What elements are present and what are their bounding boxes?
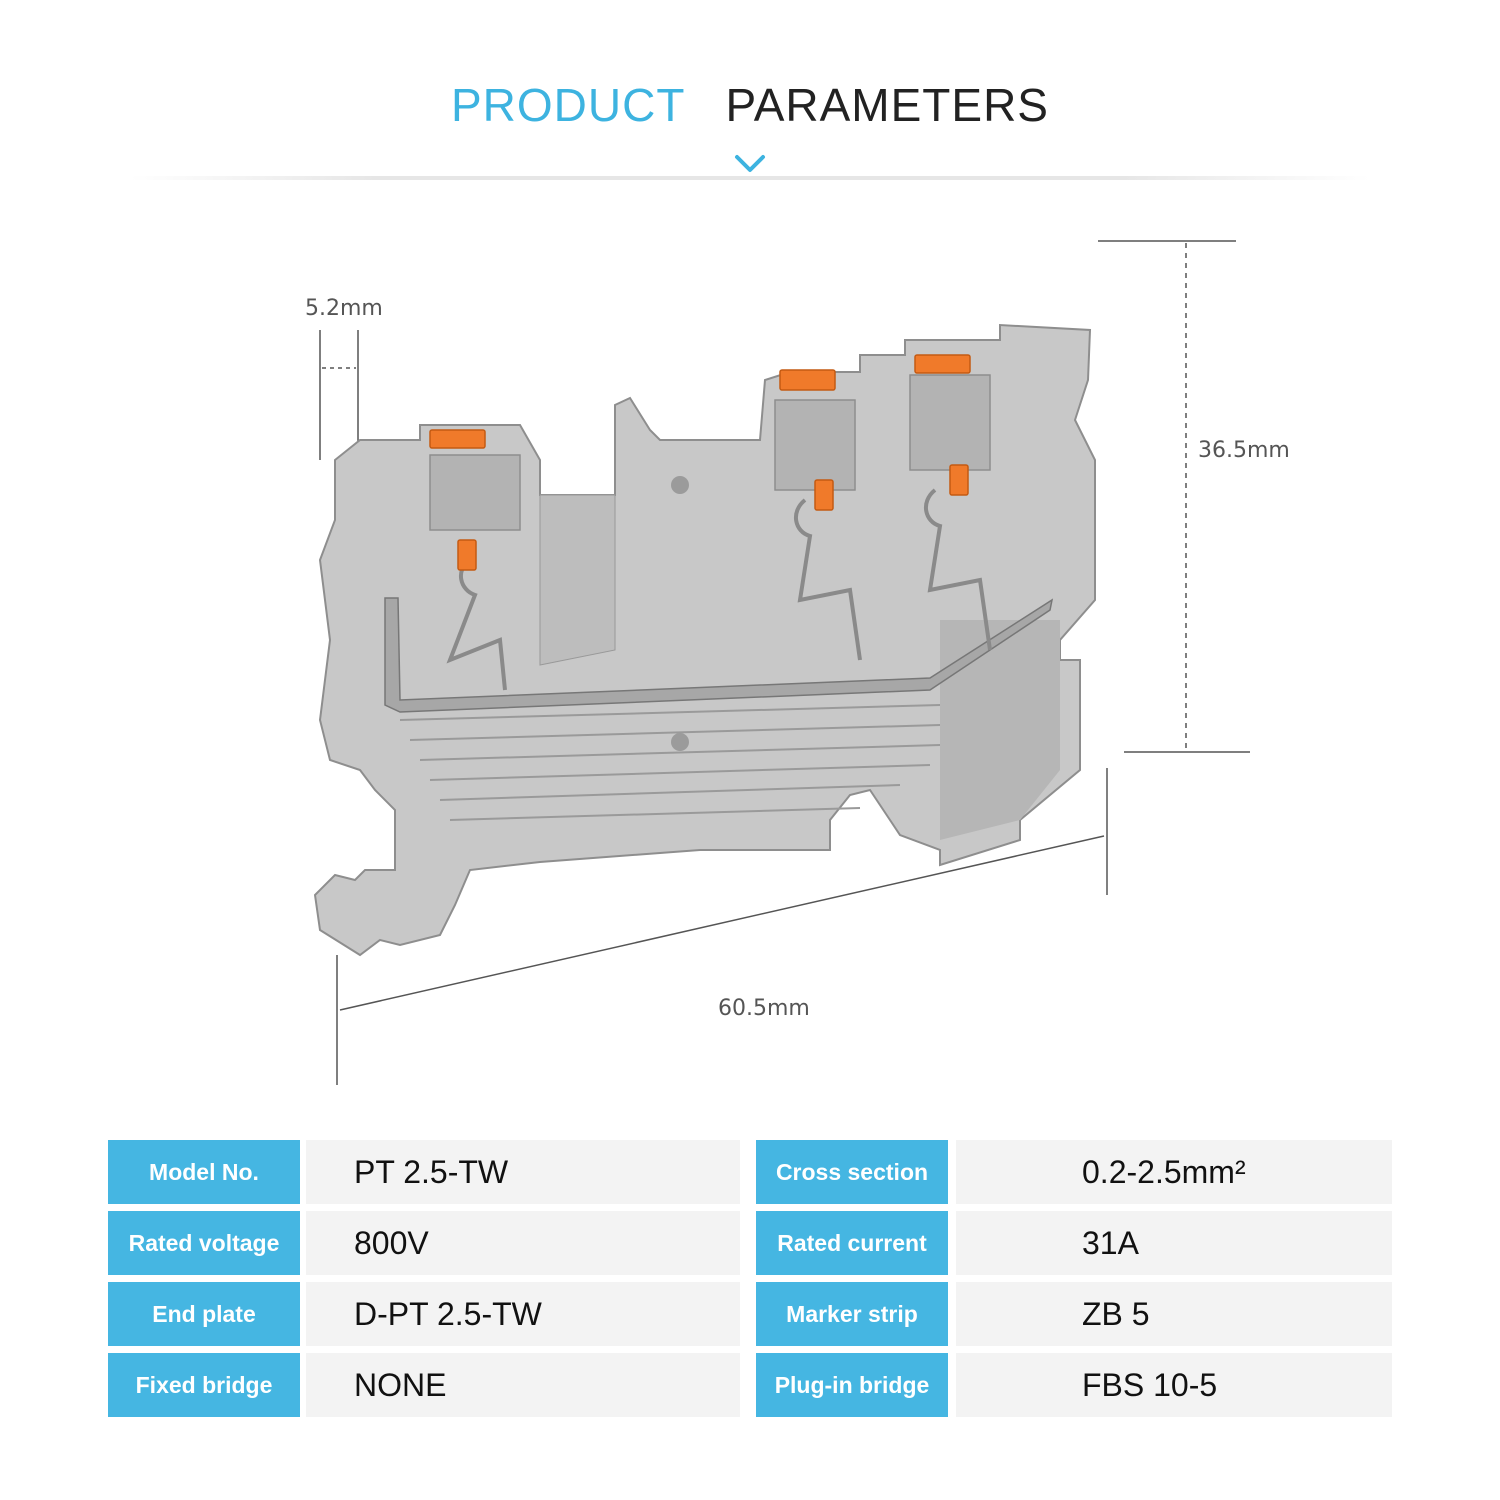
- param-value: NONE: [306, 1353, 740, 1417]
- title-divider: [130, 176, 1370, 180]
- table-row: Model No. PT 2.5-TW Cross section 0.2-2.…: [108, 1140, 1392, 1204]
- param-label: Marker strip: [756, 1282, 948, 1346]
- param-label: Plug-in bridge: [756, 1353, 948, 1417]
- terminal-block-housing: [313, 323, 1096, 957]
- param-label: End plate: [108, 1282, 300, 1346]
- param-label: Fixed bridge: [108, 1353, 300, 1417]
- param-label: Model No.: [108, 1140, 300, 1204]
- dimension-height-label: 36.5mm: [1198, 438, 1290, 463]
- table-row: End plate D-PT 2.5-TW Marker strip ZB 5: [108, 1282, 1392, 1346]
- push-button-group: [429, 354, 971, 571]
- param-value: FBS 10-5: [956, 1353, 1392, 1417]
- title-word-product: PRODUCT: [451, 79, 686, 131]
- dimension-length-label: 60.5mm: [718, 996, 810, 1021]
- param-label: Rated voltage: [108, 1211, 300, 1275]
- table-row: Rated voltage 800V Rated current 31A: [108, 1211, 1392, 1275]
- param-value: 0.2-2.5mm²: [956, 1140, 1392, 1204]
- title-word-parameters: PARAMETERS: [725, 79, 1049, 131]
- param-label: Cross section: [756, 1140, 948, 1204]
- param-value: PT 2.5-TW: [306, 1140, 740, 1204]
- param-value: ZB 5: [956, 1282, 1392, 1346]
- section-title: PRODUCT PARAMETERS: [0, 78, 1500, 132]
- param-label: Rated current: [756, 1211, 948, 1275]
- chevron-down-icon: [735, 155, 765, 172]
- table-row: Fixed bridge NONE Plug-in bridge FBS 10-…: [108, 1353, 1392, 1417]
- param-value: 31A: [956, 1211, 1392, 1275]
- param-value: D-PT 2.5-TW: [306, 1282, 740, 1346]
- dimension-width-label: 5.2mm: [305, 296, 383, 321]
- dimension-lines: [319, 240, 1250, 1085]
- parameters-table: Model No. PT 2.5-TW Cross section 0.2-2.…: [108, 1140, 1392, 1424]
- param-value: 800V: [306, 1211, 740, 1275]
